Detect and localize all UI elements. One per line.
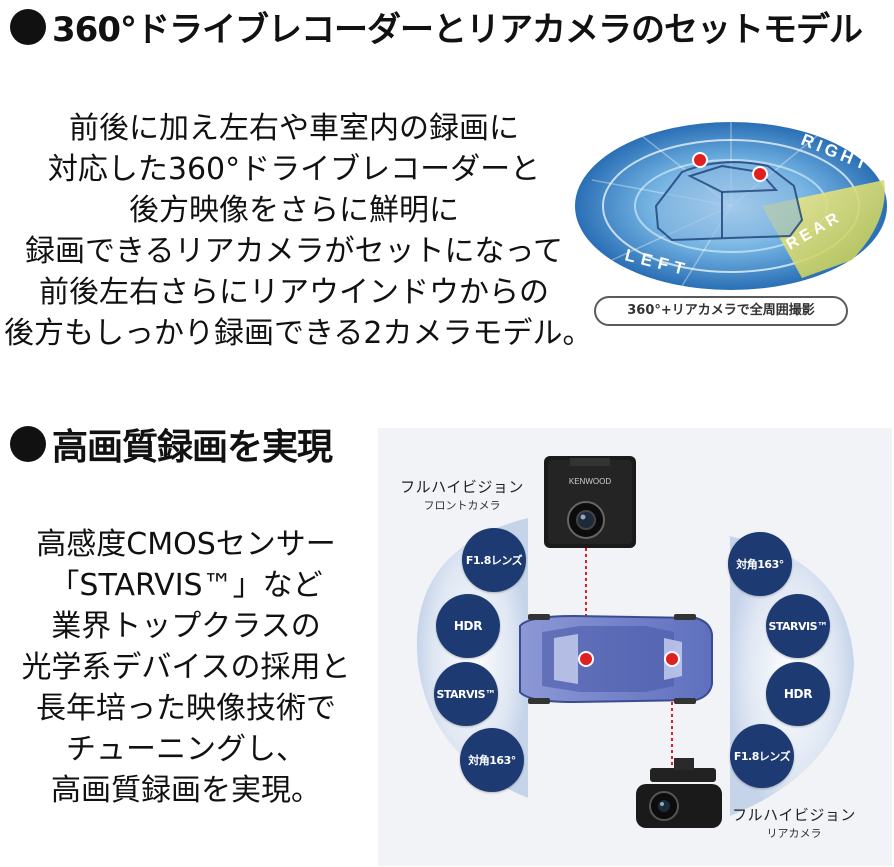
text-line: 録画できるリアカメラがセットになって (25, 234, 563, 269)
description-quality: 高感度CMOSセンサー 「STARVIS™」など 業界トップクラスの 光学系デバ… (6, 524, 366, 811)
rear-camera-icon (636, 758, 722, 828)
brand-text: KENWOOD (569, 477, 611, 486)
coverage-graphic: RIGHT LEFT REAR (575, 122, 887, 290)
coverage-badge: 360°+リアカメラで全周囲撮影 (594, 296, 848, 326)
rear-camera-marker (664, 651, 680, 667)
bullet-icon (10, 426, 46, 462)
text-line: チューニングし、 (66, 732, 306, 767)
text-line: 高感度CMOSセンサー (36, 527, 336, 562)
text-line: 光学系デバイスの採用と (21, 650, 351, 685)
spec-badge: HDR (436, 594, 500, 658)
rear-camera-subtitle: リアカメラ (766, 827, 822, 840)
text-line: 前後左右さらにリアウインドウからの (39, 275, 549, 310)
section-heading-360: 360°ドライブレコーダーとリアカメラのセットモデル (10, 2, 863, 51)
camera-marker-rear (752, 166, 768, 182)
text-line: 後方もしっかり録画できる2カメラモデル。 (4, 316, 593, 351)
text-line: 対応した360°ドライブレコーダーと (47, 152, 541, 187)
car-icon (654, 161, 804, 242)
car-top-view (519, 614, 713, 704)
front-camera-title: フルハイビジョン (400, 478, 524, 496)
text-line: 「STARVIS™」など (49, 568, 323, 603)
text-line: 前後に加え左右や車室内の録画に (69, 111, 519, 146)
front-camera-icon (544, 456, 636, 548)
front-camera-marker (578, 651, 594, 667)
coverage-illustration: RIGHT LEFT REAR 360°+リアカメラで全周囲撮影 (572, 110, 890, 332)
spec-badge: HDR (766, 662, 830, 726)
section-heading-quality: 高画質録画を実現 (10, 418, 333, 470)
heading-text: 360°ドライブレコーダーとリアカメラのセットモデル (52, 10, 863, 50)
heading-text: 高画質録画を実現 (52, 427, 333, 468)
rear-camera-title: フルハイビジョン (732, 806, 856, 824)
text-line: 高画質録画を実現。 (51, 773, 321, 808)
camera-diagram: KENWOOD フルハイビジョン フロントカメラ (378, 428, 892, 866)
camera-marker-front (692, 152, 708, 168)
spec-badge: STARVIS™ (434, 662, 498, 726)
front-camera-label: フルハイビジョン フロントカメラ (382, 476, 542, 513)
bullet-icon (10, 8, 46, 45)
text-line: 業界トップクラスの (51, 609, 321, 644)
spec-badge: 対角163° (728, 532, 792, 596)
front-camera-subtitle: フロントカメラ (423, 499, 501, 512)
rear-camera-label: フルハイビジョン リアカメラ (714, 804, 874, 841)
spec-badge: F1.8レンズ (462, 528, 526, 592)
text-line: 長年培った映像技術で (36, 691, 336, 726)
spec-badge: F1.8レンズ (730, 724, 794, 788)
spec-badge: STARVIS™ (766, 594, 830, 658)
description-360: 前後に加え左右や車室内の録画に 対応した360°ドライブレコーダーと 後方映像を… (4, 108, 593, 354)
text-line: 後方映像をさらに鮮明に (129, 193, 459, 228)
spec-badge: 対角163° (460, 728, 524, 792)
